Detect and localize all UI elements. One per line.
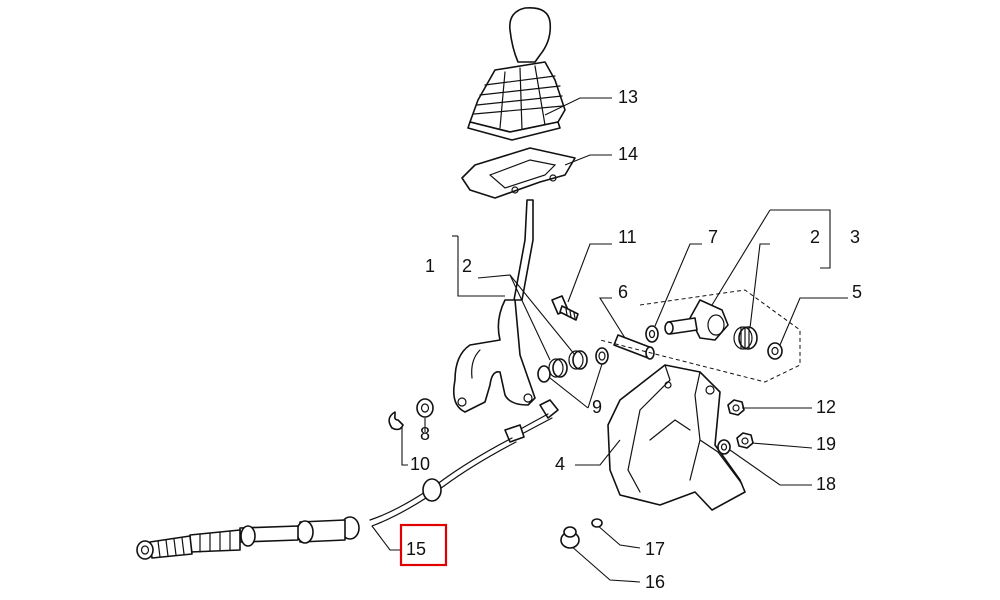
- circlip-10: [388, 411, 404, 431]
- callout-4: 4: [555, 454, 565, 474]
- plug-17: [591, 518, 603, 528]
- washer-5: [767, 342, 783, 360]
- callout-2-left: 2: [462, 256, 472, 276]
- callout-18: 18: [816, 474, 836, 494]
- callout-17: 17: [645, 539, 665, 559]
- highlight-box-15: [399, 523, 448, 567]
- callout-16: 16: [645, 572, 665, 592]
- callout-6: 6: [618, 282, 628, 302]
- callout-13: 13: [618, 87, 638, 107]
- nut-19: [736, 432, 754, 449]
- washer-18: [717, 439, 731, 455]
- callout-10: 10: [410, 454, 430, 474]
- washer-7: [645, 325, 659, 343]
- mounting-bracket-4: [607, 364, 746, 511]
- callout-5: 5: [852, 282, 862, 302]
- gearshift-cable-15: [136, 399, 559, 560]
- callout-12: 12: [816, 397, 836, 417]
- pin-6: [613, 334, 655, 360]
- pivot-shaft-3: [664, 299, 729, 341]
- lever-bushings: [537, 347, 609, 383]
- leader-lines: [371, 97, 848, 583]
- callout-19: 19: [816, 434, 836, 454]
- callout-2-right: 2: [810, 227, 820, 247]
- assembly-dashed-outline: [599, 289, 801, 383]
- callout-15: 15: [406, 539, 426, 559]
- plug-16: [560, 526, 580, 549]
- bushing-right: [733, 326, 758, 350]
- callout-9: 9: [592, 397, 602, 417]
- callout-1: 1: [425, 256, 435, 276]
- callout-11: 11: [618, 227, 637, 247]
- washer-8: [416, 398, 434, 418]
- gear-knob-boot: [467, 6, 566, 141]
- callout-8: 8: [420, 424, 430, 444]
- boot-retainer-plate: [461, 147, 576, 199]
- bolt-11: [551, 295, 579, 321]
- gear-lever-bracket: [452, 199, 536, 413]
- callout-3: 3: [850, 227, 860, 247]
- callout-14: 14: [618, 144, 638, 164]
- callout-7: 7: [708, 227, 718, 247]
- nut-12: [727, 399, 745, 416]
